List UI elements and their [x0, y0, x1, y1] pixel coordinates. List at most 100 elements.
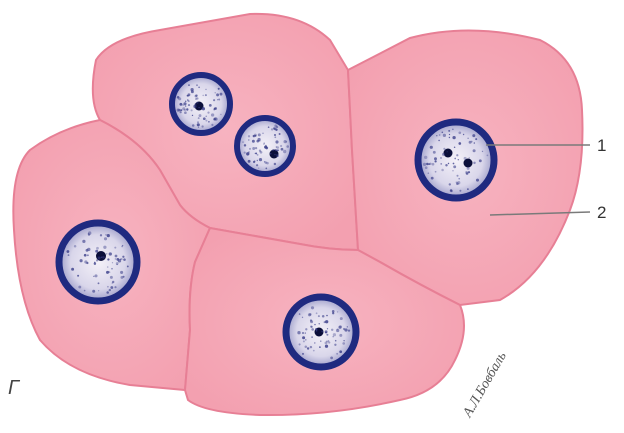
chromatin-speck: [184, 111, 187, 114]
chromatin-speck: [280, 145, 282, 147]
chromatin-speck: [283, 150, 286, 153]
chromatin-speck: [109, 271, 110, 272]
chromatin-speck: [98, 257, 101, 260]
chromatin-speck: [305, 332, 306, 333]
chromatin-speck: [336, 353, 337, 354]
chromatin-speck: [180, 109, 182, 111]
chromatin-speck: [332, 312, 334, 314]
chromatin-speck: [473, 149, 476, 152]
chromatin-speck: [177, 96, 180, 99]
chromatin-speck: [310, 320, 313, 323]
chromatin-speck: [102, 256, 105, 259]
chromatin-speck: [449, 137, 450, 138]
chromatin-speck: [330, 357, 333, 360]
chromatin-speck: [286, 145, 289, 148]
chromatin-speck: [310, 346, 312, 348]
chromatin-speck: [302, 332, 304, 334]
chromatin-speck: [252, 147, 255, 150]
chromatin-speck: [120, 271, 123, 274]
chromatin-speck: [476, 179, 479, 182]
chromatin-speck: [270, 153, 272, 155]
chromatin-speck: [311, 328, 314, 331]
chromatin-speck: [203, 107, 204, 108]
chromatin-speck: [252, 140, 255, 143]
chromatin-speck: [182, 104, 183, 105]
artist-signature: А.Л.Бовбаль: [460, 350, 510, 421]
chromatin-speck: [215, 92, 216, 93]
chromatin-speck: [440, 157, 441, 158]
chromatin-speck: [206, 116, 207, 117]
chromatin-speck: [112, 262, 113, 263]
chromatin-speck: [112, 282, 113, 283]
chromatin-speck: [107, 234, 110, 237]
chromatin-speck: [271, 128, 273, 130]
chromatin-speck: [434, 160, 436, 162]
chromatin-speck: [185, 101, 186, 102]
chromatin-speck: [276, 154, 279, 157]
chromatin-speck: [94, 274, 97, 277]
chromatin-speck: [436, 135, 437, 136]
chromatin-speck: [342, 342, 345, 345]
chromatin-speck: [456, 154, 458, 156]
chromatin-speck: [115, 258, 116, 259]
chromatin-speck: [264, 161, 265, 162]
chromatin-speck: [274, 154, 275, 155]
chromatin-speck: [123, 258, 126, 261]
chromatin-speck: [314, 324, 315, 325]
chromatin-speck: [211, 124, 213, 126]
chromatin-speck: [268, 126, 270, 128]
chromatin-speck: [442, 153, 445, 156]
chromatin-speck: [339, 350, 342, 353]
chromatin-speck: [205, 120, 207, 122]
chromatin-speck: [256, 164, 258, 166]
chromatin-speck: [107, 286, 109, 288]
chromatin-speck: [318, 315, 320, 317]
chromatin-speck: [333, 333, 336, 336]
chromatin-speck: [121, 258, 123, 260]
chromatin-speck: [435, 171, 437, 173]
chromatin-speck: [246, 153, 249, 156]
chromatin-speck: [185, 105, 186, 106]
chromatin-speck: [257, 154, 259, 156]
chromatin-speck: [95, 250, 98, 253]
chromatin-speck: [258, 167, 259, 168]
chromatin-speck: [328, 341, 330, 343]
chromatin-speck: [193, 105, 196, 108]
chromatin-speck: [322, 315, 325, 318]
chromatin-speck: [274, 128, 277, 131]
chromatin-speck: [106, 253, 107, 254]
chromatin-speck: [454, 147, 456, 149]
chromatin-speck: [274, 163, 276, 165]
chromatin-speck: [96, 247, 99, 250]
chromatin-speck: [205, 89, 206, 90]
chromatin-speck: [474, 142, 476, 144]
chromatin-speck: [279, 133, 281, 135]
chromatin-speck: [326, 341, 328, 343]
chromatin-speck: [209, 104, 212, 107]
chromatin-speck: [92, 290, 95, 293]
chromatin-speck: [109, 289, 111, 291]
chromatin-speck: [182, 107, 185, 110]
chromatin-speck: [96, 259, 98, 261]
chromatin-speck: [449, 183, 451, 185]
chromatin-speck: [431, 177, 434, 180]
chromatin-speck: [177, 109, 180, 112]
chromatin-speck: [179, 103, 182, 106]
chromatin-speck: [265, 145, 267, 147]
chromatin-speck: [305, 339, 306, 340]
chromatin-speck: [199, 114, 202, 117]
chromatin-speck: [281, 148, 284, 151]
chromatin-speck: [442, 132, 444, 134]
chromatin-speck: [452, 129, 453, 130]
chromatin-speck: [299, 343, 301, 345]
chromatin-speck: [93, 276, 94, 277]
chromatin-speck: [314, 342, 315, 343]
chromatin-speck: [453, 165, 456, 168]
chromatin-speck: [339, 325, 342, 328]
chromatin-speck: [325, 345, 328, 348]
chromatin-speck: [192, 124, 195, 127]
chromatin-speck: [319, 323, 320, 324]
chromatin-speck: [275, 140, 278, 143]
chromatin-speck: [475, 138, 477, 140]
